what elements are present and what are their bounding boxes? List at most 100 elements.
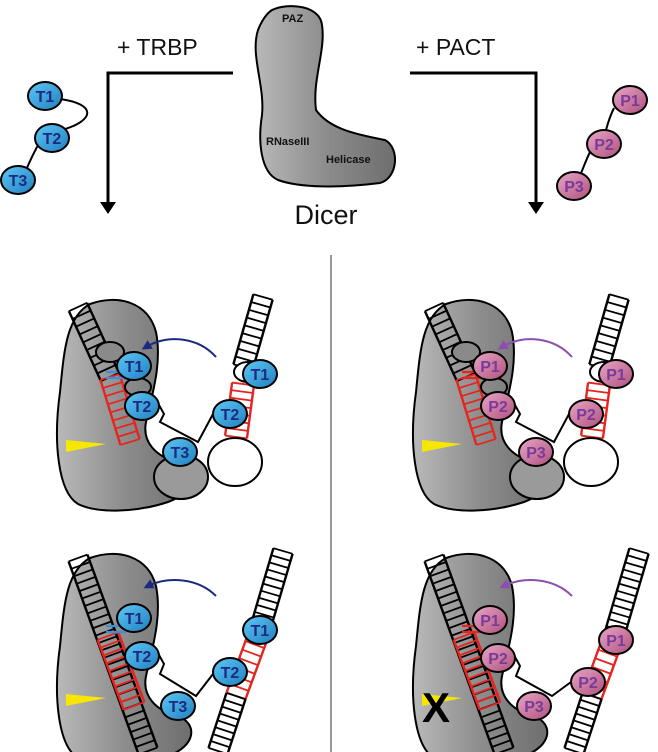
transfer-arrow <box>499 579 573 597</box>
p2-domain-dicer: P2 <box>480 643 516 673</box>
domain-linker <box>153 645 214 698</box>
substrate-rna-bottom <box>563 692 603 752</box>
p2-domain-dicer-label: P2 <box>488 399 508 416</box>
p2-domain-substrate-label: P2 <box>578 675 598 692</box>
cleavage-site <box>66 440 106 452</box>
p1-domain-substrate-shape <box>598 625 634 655</box>
domain-linker <box>509 647 572 698</box>
substrate-rna-top <box>232 293 274 371</box>
t1-domain-dicer-shape <box>116 603 152 633</box>
p2-domain-dicer-label: P2 <box>488 651 508 668</box>
p1-domain-substrate: P1 <box>598 359 634 389</box>
transfer-arrow <box>143 579 217 597</box>
p3-label: P3 <box>564 179 584 196</box>
t1-domain-substrate-shape <box>242 615 278 645</box>
p3-domain-shape <box>556 171 592 201</box>
p3-domain: P3 <box>518 437 554 467</box>
t1-domain-substrate: T1 <box>242 359 278 389</box>
t2-label: T2 <box>43 131 62 148</box>
top-section: PAZ RNaseIII Helicase Dicer + TRBP + PAC… <box>0 5 648 230</box>
helicase-label: Helicase <box>326 154 371 166</box>
p1-domain-dicer-shape <box>472 351 508 381</box>
t2-domain-dicer-shape <box>124 391 160 421</box>
substrate-rna-top <box>603 547 650 640</box>
p2-domain-substrate-shape <box>570 667 606 697</box>
t2-domain-dicer-label: T2 <box>133 399 152 416</box>
free-trbp-protein: T1 T2 T3 <box>0 81 89 195</box>
domain-linker <box>509 395 570 444</box>
trbp-arrowhead <box>100 202 116 214</box>
p1-domain-shape <box>612 85 648 115</box>
p1-domain-substrate-label: P1 <box>606 633 626 650</box>
p3-domain-shape <box>518 437 554 467</box>
hairpin-loop <box>207 437 263 487</box>
p3-domain-shape <box>516 691 552 721</box>
t3-domain-shape <box>0 165 36 195</box>
t3-domain: T3 <box>162 437 198 467</box>
dicer-label: Dicer <box>294 200 357 230</box>
pact-arrowhead <box>528 202 544 214</box>
t3-domain: T3 <box>160 691 196 721</box>
t2-domain-dicer-shape <box>124 641 160 671</box>
p1-domain-dicer-label: P1 <box>480 359 500 376</box>
t1-domain-dicer: T1 <box>116 351 152 381</box>
t1-domain-shape <box>27 81 63 111</box>
x-mark: X <box>422 684 450 731</box>
p2-domain-dicer-shape <box>480 643 516 673</box>
rnaseiii-label: RNaseIII <box>266 136 309 148</box>
p1-domain-dicer: P1 <box>472 351 508 381</box>
p2-domain-shape <box>586 129 622 159</box>
hairpin-loop <box>563 437 619 487</box>
free-pact-protein: P1 P2 P3 <box>556 85 648 201</box>
p1-domain-substrate-label: P1 <box>606 367 626 384</box>
t3-domain-shape <box>160 691 196 721</box>
t2-domain-substrate-label: T2 <box>221 407 240 424</box>
t3-domain-label: T3 <box>171 445 190 462</box>
p2-domain-substrate: P2 <box>570 667 606 697</box>
pact-label: + PACT <box>416 34 495 60</box>
substrate-rna-top <box>588 293 630 371</box>
t1-domain-substrate: T1 <box>242 615 278 645</box>
t3-domain-shape <box>162 437 198 467</box>
trbp-arrow <box>106 71 233 203</box>
t1-label: T1 <box>36 89 55 106</box>
t2-domain-substrate-shape <box>212 657 248 687</box>
t1-domain-dicer: T1 <box>116 603 152 633</box>
pact-arrow <box>410 71 538 203</box>
substrate-rna-bottom <box>207 692 247 752</box>
t2-domain-substrate: T2 <box>212 399 248 429</box>
p3-domain-label: P3 <box>526 445 546 462</box>
transfer-arrow <box>497 338 573 358</box>
p1-domain-substrate-shape <box>598 359 634 389</box>
p3-domain-label: P3 <box>524 699 544 716</box>
t2-domain-dicer-label: T2 <box>133 649 152 666</box>
p1-label: P1 <box>620 93 640 110</box>
p2-domain-substrate-shape <box>568 399 604 429</box>
cleavage-site <box>422 440 462 452</box>
t2-domain-dicer: T2 <box>124 391 160 421</box>
p2-domain-dicer-shape <box>480 391 516 421</box>
dicer-protein-shape <box>254 5 397 188</box>
trbp-label: + TRBP <box>117 34 198 60</box>
paz-label: PAZ <box>282 13 303 25</box>
t2-domain-substrate: T2 <box>212 657 248 687</box>
p2-domain-dicer: P2 <box>480 391 516 421</box>
t3-domain-label: T3 <box>169 699 188 716</box>
p2-label: P2 <box>594 137 614 154</box>
t1-domain-substrate-label: T1 <box>251 367 270 384</box>
p2-domain-substrate: P2 <box>568 399 604 429</box>
p1-domain-dicer-shape <box>472 605 508 635</box>
p1-domain-dicer: P1 <box>472 605 508 635</box>
t1-domain-substrate-shape <box>242 359 278 389</box>
p3-domain: P3 <box>516 691 552 721</box>
t1-domain-dicer-shape <box>116 351 152 381</box>
t1-domain-dicer-label: T1 <box>125 359 144 376</box>
t2-domain-substrate-label: T2 <box>221 665 240 682</box>
t2-domain-substrate-shape <box>212 399 248 429</box>
t1-domain-dicer-label: T1 <box>125 611 144 628</box>
